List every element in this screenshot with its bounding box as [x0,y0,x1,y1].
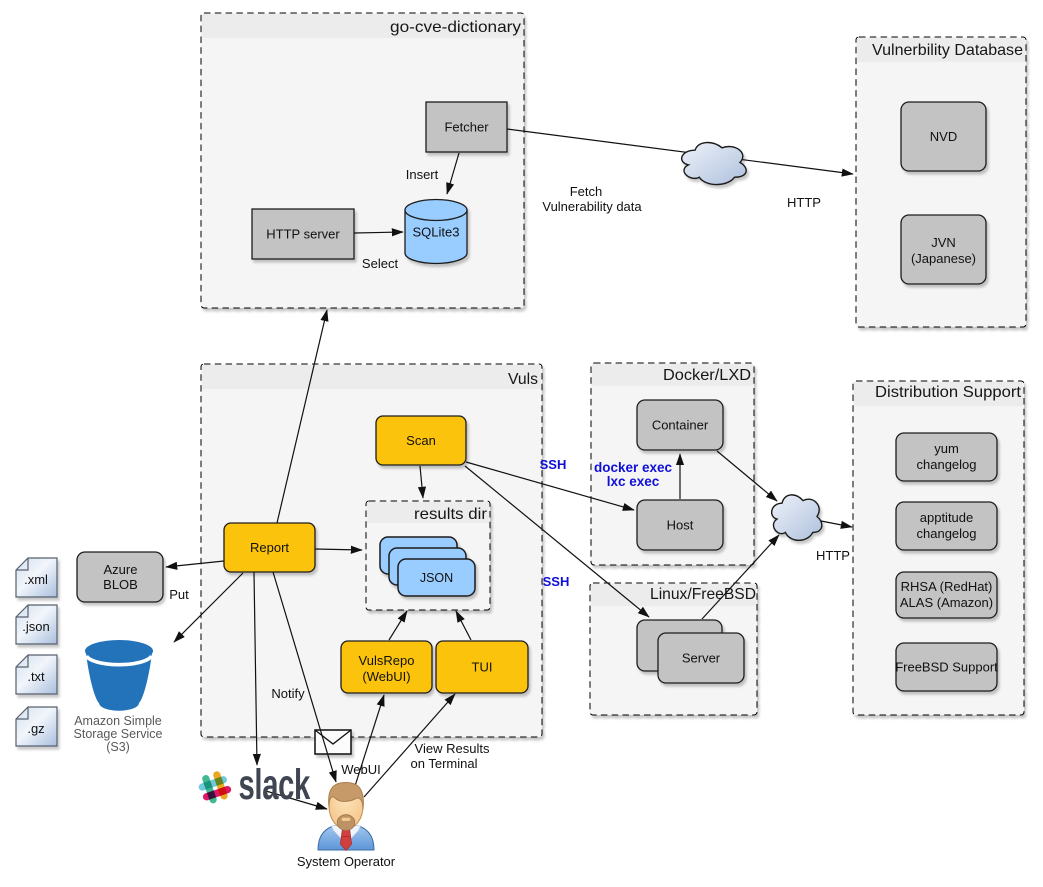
svg-text:go-cve-dictionary: go-cve-dictionary [390,19,521,36]
svg-text:Select: Select [362,256,399,271]
svg-text:.gz: .gz [27,721,44,736]
svg-text:Fetch: Fetch [570,184,603,199]
svg-text:Linux/FreeBSD: Linux/FreeBSD [650,586,756,603]
svg-text:Report: Report [250,540,289,555]
svg-text:HTTP: HTTP [787,195,821,210]
svg-text:JSON: JSON [420,571,453,585]
svg-text:Notify: Notify [271,686,305,701]
svg-text:(Japanese): (Japanese) [911,251,976,266]
svg-text:Azure: Azure [104,562,138,577]
svg-text:WebUI: WebUI [341,762,381,777]
svg-text:SQLite3: SQLite3 [413,225,460,240]
svg-text:Amazon Simple: Amazon Simple [74,714,162,728]
svg-text:(WebUI): (WebUI) [362,669,410,684]
svg-text:Docker/LXD: Docker/LXD [663,367,751,384]
svg-text:(S3): (S3) [106,740,130,754]
svg-text:VulsRepo: VulsRepo [359,653,415,668]
svg-text:results dir: results dir [414,506,488,523]
svg-text:NVD: NVD [930,129,957,144]
svg-text:Put: Put [169,587,189,602]
svg-text:on Terminal: on Terminal [411,756,478,771]
svg-text:changelog: changelog [917,526,977,541]
svg-text:Host: Host [667,518,694,533]
svg-text:Distribution Support: Distribution Support [875,384,1022,401]
svg-text:Storage Service: Storage Service [74,727,163,741]
svg-text:Container: Container [652,418,709,433]
svg-text:System Operator: System Operator [297,854,396,869]
svg-text:RHSA (RedHat): RHSA (RedHat) [901,579,993,594]
svg-text:BLOB: BLOB [103,577,138,592]
svg-text:docker exec: docker exec [594,460,673,475]
svg-text:changelog: changelog [917,457,977,472]
svg-text:SSH: SSH [540,457,567,472]
svg-text:TUI: TUI [472,660,493,675]
svg-text:slack: slack [239,760,311,808]
svg-text:Vuls: Vuls [508,371,538,388]
svg-text:SSH: SSH [543,574,570,589]
svg-text:Vulnerbility Database: Vulnerbility Database [872,42,1023,59]
svg-text:ALAS (Amazon): ALAS (Amazon) [900,595,993,610]
svg-text:HTTP: HTTP [816,548,850,563]
svg-text:Server: Server [682,651,721,666]
svg-text:yum: yum [934,441,959,456]
svg-text:JVN: JVN [931,235,956,250]
svg-text:View Results: View Results [415,741,490,756]
svg-text:Fetcher: Fetcher [444,120,489,135]
svg-text:.xml: .xml [24,572,48,587]
svg-text:apptitude: apptitude [920,510,974,525]
svg-text:Insert: Insert [406,167,439,182]
svg-text:Scan: Scan [406,433,436,448]
svg-text:HTTP server: HTTP server [266,227,340,242]
svg-text:lxc exec: lxc exec [607,474,660,489]
svg-text:.json: .json [22,619,49,634]
svg-text:FreeBSD Support: FreeBSD Support [895,660,998,675]
svg-text:Vulnerability data: Vulnerability data [542,199,642,214]
svg-text:.txt: .txt [27,669,45,684]
